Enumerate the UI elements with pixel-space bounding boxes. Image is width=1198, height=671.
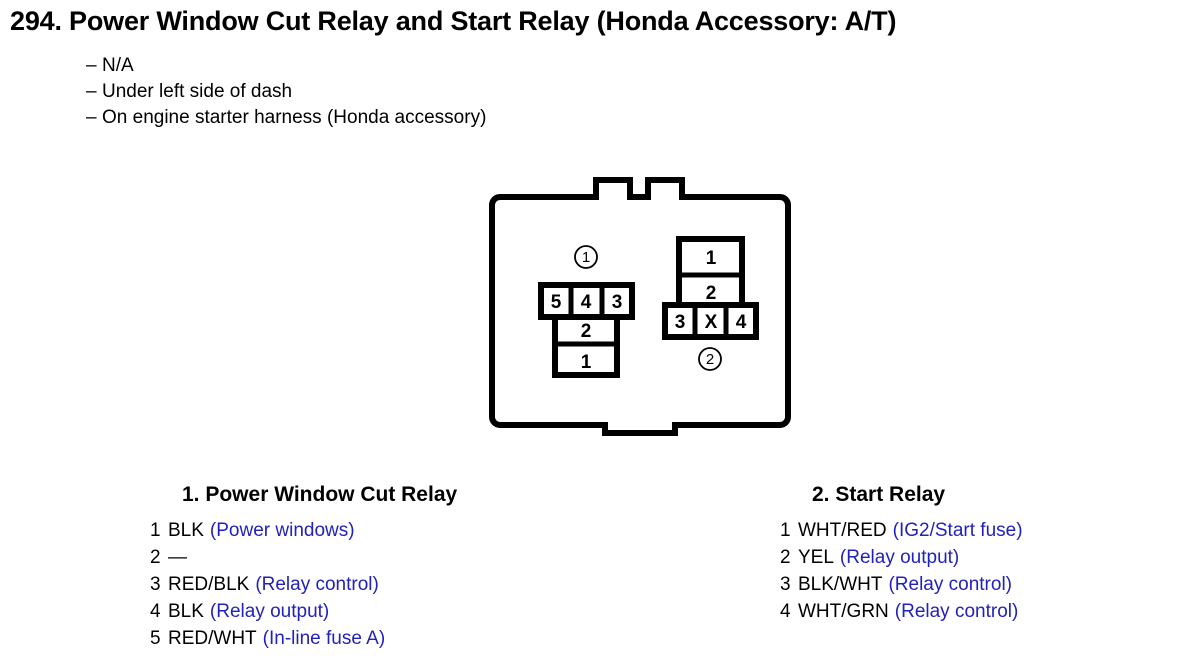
- legend-wire-color: WHT/GRN: [798, 601, 889, 622]
- note-text: Under left side of dash: [102, 81, 293, 102]
- connector-2: 1 2 3 X 4 2: [662, 236, 759, 371]
- connector-1: 1 5 4 3 2 1: [538, 245, 635, 378]
- legend-row: 2 —: [150, 544, 457, 571]
- legend-description: (Relay control): [255, 574, 379, 595]
- legend-left-heading: 1. Power Window Cut Relay: [182, 483, 458, 506]
- legend-wire-color: BLK: [168, 520, 204, 541]
- legend-row: 4 BLK (Relay output): [150, 598, 457, 625]
- connector-2-pin-cell: X: [705, 312, 718, 333]
- legend-row: 5 RED/WHT (In-line fuse A): [150, 625, 457, 652]
- legend-row: 1 BLK (Power windows): [150, 517, 457, 544]
- legend-description: (Relay control): [894, 601, 1019, 622]
- note-text: On engine starter harness (Honda accesso…: [102, 107, 487, 128]
- connector-2-marker: 2: [698, 347, 722, 371]
- connector-2-pin-cell: 1: [706, 248, 717, 269]
- legend-pin-number: 4: [150, 601, 161, 622]
- legend-wire-color: BLK: [168, 601, 204, 622]
- note-dash: –: [86, 107, 97, 128]
- legend-row: 3 RED/BLK (Relay control): [150, 571, 457, 598]
- legend-wire-color: RED/BLK: [168, 574, 250, 595]
- connector-1-pin-cell: 4: [581, 292, 592, 313]
- legend-row: 2 YEL (Relay output): [780, 544, 1023, 571]
- relay-housing-outline: [489, 177, 791, 436]
- legend-pin-number: 1: [780, 520, 791, 541]
- legend-power-window-cut-relay: 1. Power Window Cut Relay 1 BLK (Power w…: [150, 483, 457, 652]
- connector-2-marker-label: 2: [706, 351, 714, 368]
- legend-pin-number: 3: [150, 574, 161, 595]
- legend-description: (Relay output): [839, 547, 960, 568]
- connector-2-bottom-row-shell: [662, 302, 759, 340]
- legend-pin-number: 4: [780, 601, 791, 622]
- connector-2-pin-cell: 2: [706, 283, 717, 304]
- legend-description: (Relay output): [209, 601, 330, 622]
- relay-connector-diagram: 1 5 4 3 2 1 1 2 3 X 4: [470, 165, 815, 440]
- connector-2-pin-cell: 4: [736, 312, 747, 333]
- connector-1-pin-cell: 5: [551, 292, 562, 313]
- connector-1-pin-cell: 1: [581, 352, 592, 373]
- legend-pin-number: 2: [780, 547, 791, 568]
- connector-1-top-row-shell-overlay: [538, 282, 635, 320]
- connector-2-pin-cell: 3: [675, 312, 686, 333]
- legend-row: 1 WHT/RED (IG2/Start fuse): [780, 517, 1023, 544]
- connector-1-pin-cell: 3: [612, 292, 623, 313]
- legend-row: 3 BLK/WHT (Relay control): [780, 571, 1023, 598]
- legend-description: (Power windows): [209, 520, 355, 541]
- legend-pin-number: 1: [150, 520, 161, 541]
- note-item: –On engine starter harness (Honda access…: [86, 105, 486, 131]
- legend-wire-color: RED/WHT: [168, 628, 257, 649]
- legend-row: 4 WHT/GRN (Relay control): [780, 598, 1023, 625]
- page-title: 294. Power Window Cut Relay and Start Re…: [10, 6, 897, 36]
- legend-wire-color: —: [168, 547, 187, 568]
- note-item: –Under left side of dash: [86, 79, 486, 105]
- note-dash: –: [86, 81, 97, 102]
- note-item: –N/A: [86, 53, 486, 79]
- connector-1-marker: 1: [574, 245, 598, 269]
- legend-wire-color: WHT/RED: [798, 520, 887, 541]
- location-notes: –N/A –Under left side of dash –On engine…: [86, 53, 486, 131]
- legend-right-heading: 2. Start Relay: [812, 483, 946, 506]
- legend-description: (IG2/Start fuse): [892, 520, 1023, 541]
- legend-description: (Relay control): [888, 574, 1012, 595]
- legend-wire-color: BLK/WHT: [798, 574, 883, 595]
- note-text: N/A: [102, 55, 134, 76]
- legend-start-relay: 2. Start Relay 1 WHT/RED (IG2/Start fuse…: [780, 483, 1023, 625]
- note-dash: –: [86, 55, 97, 76]
- connector-1-marker-label: 1: [582, 249, 590, 266]
- legend-pin-number: 2: [150, 547, 161, 568]
- legend-wire-color: YEL: [798, 547, 834, 568]
- legend-pin-number: 5: [150, 628, 161, 649]
- connector-1-pin-cell: 2: [581, 321, 592, 342]
- legend-description: (In-line fuse A): [262, 628, 386, 649]
- legend-pin-number: 3: [780, 574, 791, 595]
